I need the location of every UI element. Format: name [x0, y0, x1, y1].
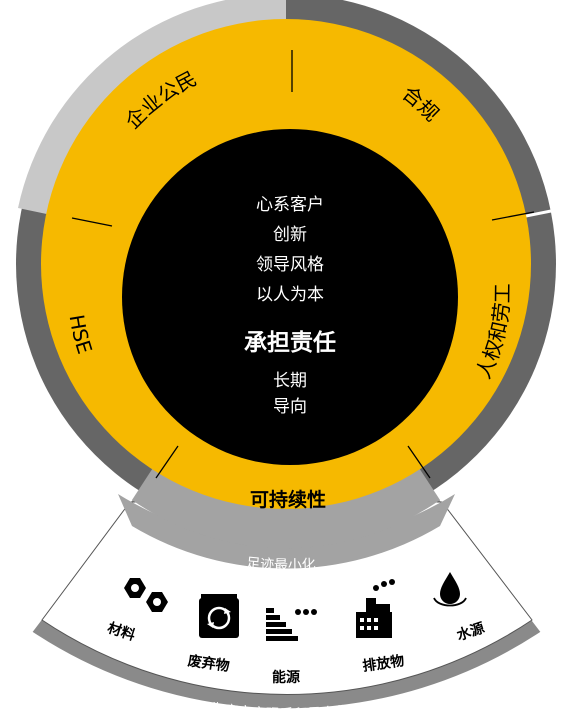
longterm-text: 长期 导向 — [273, 371, 307, 417]
label-emissions: 排放物 — [361, 652, 405, 675]
sustainability-label: 可持续性 — [250, 488, 326, 511]
nuts-icon — [124, 578, 168, 612]
label-energy: 能源 — [272, 669, 300, 686]
energy-bars-icon — [266, 608, 317, 641]
ring-dividers — [71, 50, 535, 479]
center-core — [122, 129, 458, 465]
center-value-4: 以人为本 — [256, 285, 324, 305]
center-title: 承担责任 — [244, 329, 336, 356]
label-waste: 废弃物 — [187, 652, 231, 675]
footprint-title: 足迹最小化 — [246, 556, 316, 574]
water-drop-icon — [433, 572, 467, 607]
footprint-labels: 材料 废弃物 能源 排放物 水源 — [105, 619, 486, 686]
factory-icon — [356, 579, 395, 638]
handprint-title: 为客户实现手印最大化 — [209, 701, 350, 723]
longterm-line-1: 长期 — [273, 371, 307, 391]
recycle-bin-icon — [199, 594, 239, 638]
fan-white-panel — [41, 501, 533, 696]
center-value-2: 创新 — [273, 225, 307, 245]
longterm-line-2: 导向 — [273, 397, 307, 417]
footprint-fan — [31, 494, 542, 710]
fan-inner-band — [118, 494, 455, 569]
center-value-1: 心系客户 — [256, 195, 324, 215]
center-values: 心系客户 创新 领导风格 以人为本 — [256, 195, 324, 305]
center-value-3: 领导风格 — [256, 255, 324, 275]
